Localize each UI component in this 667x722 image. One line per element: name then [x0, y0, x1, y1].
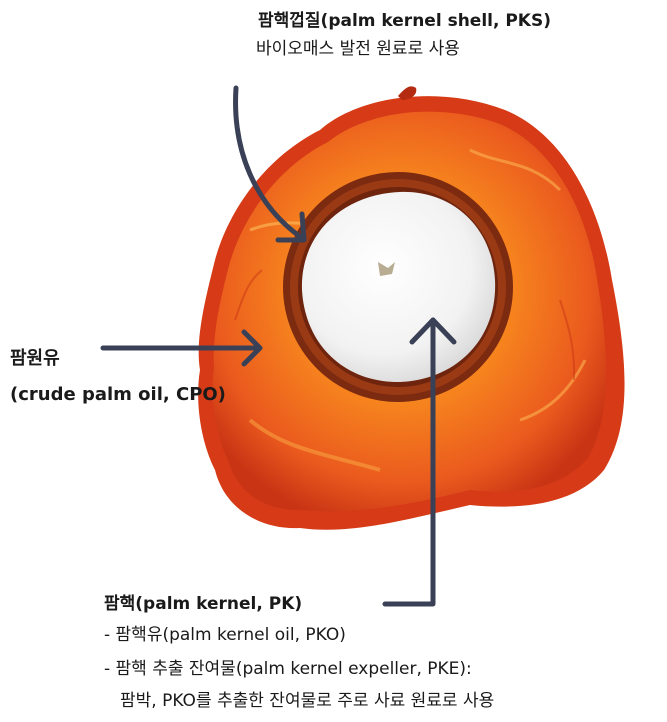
kernel-bullet-pke-desc: 팜박, PKO를 추출한 잔여물로 주로 사료 원료로 사용 — [120, 690, 494, 712]
shell-label-subtitle: 바이오매스 발전 원료로 사용 — [256, 38, 460, 60]
kernel-label-title: 팜핵(palm kernel, PK) — [104, 593, 302, 615]
cpo-label-english: (crude palm oil, CPO) — [10, 383, 226, 406]
shell-label-title: 팜핵껍질(palm kernel shell, PKS) — [258, 10, 551, 32]
kernel-bullet-pke: - 팜핵 추출 잔여물(palm kernel expeller, PKE): — [104, 658, 472, 680]
palm-kernel — [302, 192, 495, 382]
cpo-label-korean: 팜원유 — [10, 347, 60, 370]
kernel-bullet-pko: - 팜핵유(palm kernel oil, PKO) — [104, 624, 346, 646]
